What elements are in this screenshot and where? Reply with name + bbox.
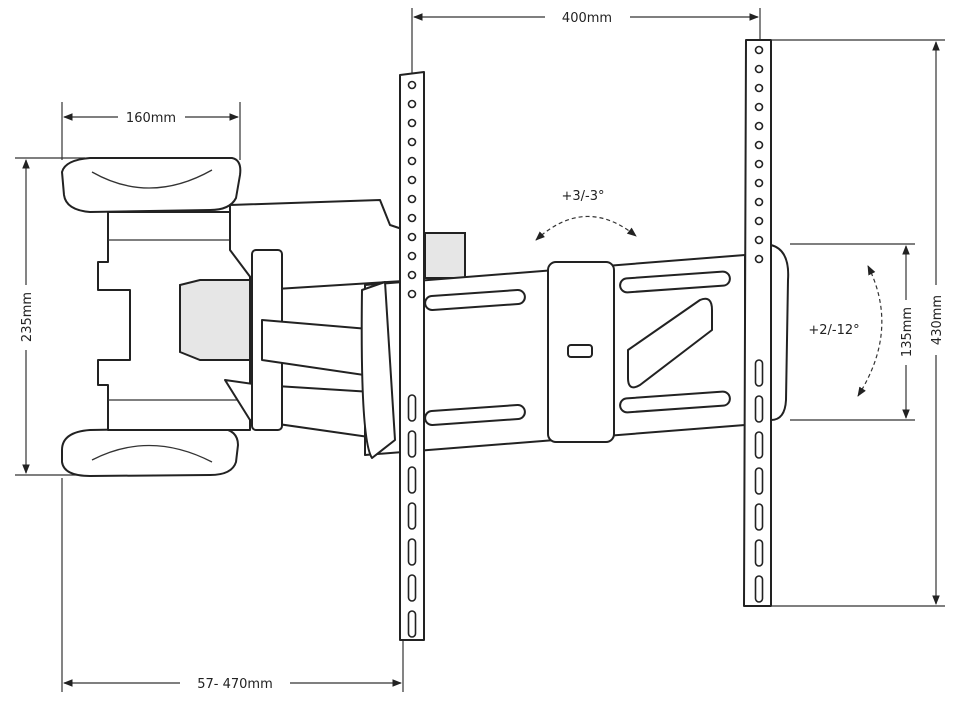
mounting-hole [754,45,764,55]
mounting-slot [754,467,764,495]
mounting-hole [754,159,764,169]
mounting-slot [407,574,417,602]
mounting-slot [407,466,417,494]
main-arm [360,254,746,459]
vesa-rail-right [743,39,790,607]
dimension-wall-plate-width: 160mm [61,102,241,160]
mounting-hole [407,194,417,204]
mounting-slot [407,538,417,566]
label-swivel: +3/-3° [561,189,604,204]
mounting-slot [754,359,764,387]
mounting-slot [407,430,417,458]
mounting-hole [407,99,417,109]
label-430mm: 430mm [930,295,945,345]
dimension-wall-plate-height: 235mm [15,157,85,476]
mounting-hole [754,121,764,131]
swivel-annotation: +3/-3° [535,189,637,241]
mounting-hole [754,140,764,150]
mounting-hole [407,118,417,128]
mounting-hole [407,270,417,280]
mounting-hole [407,156,417,166]
mounting-hole [407,137,417,147]
mounting-slot [754,395,764,423]
label-135mm: 135mm [900,307,915,357]
dimension-extension: 57- 470mm [61,478,404,692]
mounting-hole [407,232,417,242]
dimension-arm-bracket-height: 135mm [790,243,915,421]
mounting-hole [407,213,417,223]
mounting-hole [407,175,417,185]
wall-plate [61,157,251,477]
mounting-hole [754,254,764,264]
label-400mm: 400mm [562,11,612,26]
mounting-hole [754,102,764,112]
tilt-annotation: +2/-12° [808,265,883,397]
label-extension: 57- 470mm [197,677,273,692]
dimension-vesa-width: 400mm [411,8,761,75]
label-160mm: 160mm [126,111,176,126]
mounting-slot [754,575,764,603]
mounting-hole [754,64,764,74]
mounting-slot [754,503,764,531]
mounting-slot [407,610,417,638]
mounting-slot [407,394,417,422]
mounting-hole [754,83,764,93]
mounting-hole [407,80,417,90]
mounting-slot [407,502,417,530]
mounting-hole [407,289,417,299]
mounting-hole [754,216,764,226]
label-tilt: +2/-12° [808,323,859,338]
mounting-slot [754,431,764,459]
mounting-hole [407,251,417,261]
dimension-vesa-height: 430mm [772,39,945,607]
mounting-hole [754,235,764,245]
mounting-slot [754,539,764,567]
label-235mm: 235mm [20,292,35,342]
mounting-hole [754,178,764,188]
vesa-rail-left [399,71,425,641]
mounting-hole [754,197,764,207]
